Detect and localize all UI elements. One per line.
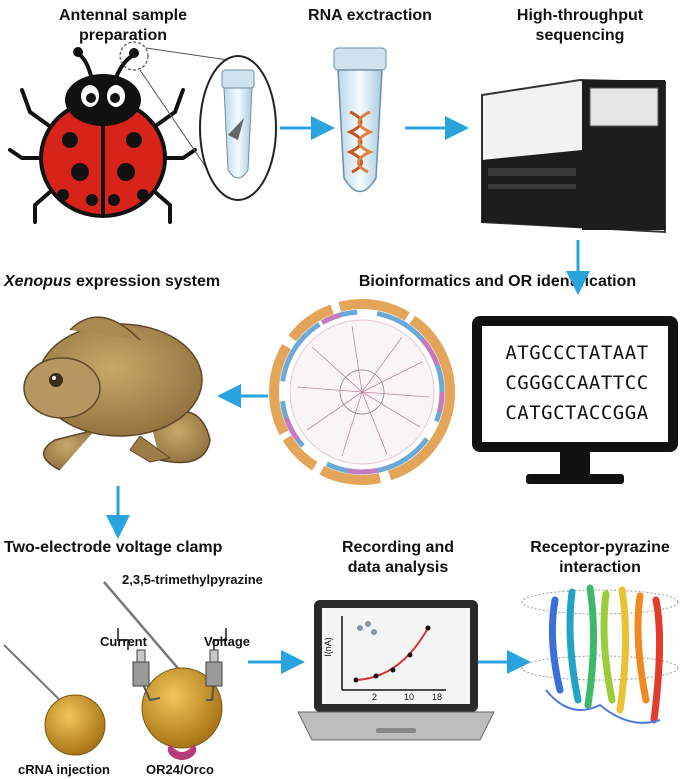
sequence-line: CGGGCCAATTCC bbox=[505, 372, 649, 394]
step-title-sequencing: High-throughput sequencing bbox=[516, 7, 644, 44]
crna-injection-label: cRNA injection bbox=[18, 762, 110, 777]
sequence-line: CATGCTACCGGA bbox=[505, 402, 649, 424]
step-title-recording: Recording and data analysis bbox=[341, 539, 454, 576]
ladybug-illustration bbox=[8, 41, 277, 224]
sequence-line: ATGCCCTATAAT bbox=[505, 342, 649, 364]
plot-x-tick: 10 bbox=[404, 692, 415, 702]
voltage-label: Voltage bbox=[204, 634, 250, 649]
sequence-monitor bbox=[472, 316, 678, 484]
dose-response-plot bbox=[341, 616, 446, 691]
or24-orco-label: OR24/Orco bbox=[146, 762, 214, 777]
flow-arrows bbox=[106, 116, 590, 674]
step-title-antennal: Antennal sample preparation bbox=[58, 7, 188, 44]
laptop-illustration bbox=[297, 600, 495, 741]
plot-ylabel: I(nA) bbox=[322, 637, 333, 657]
current-label: Current bbox=[100, 634, 147, 649]
receptor-protein-illustration bbox=[521, 584, 679, 724]
xenopus-frog-illustration bbox=[23, 316, 211, 471]
plot-x-tick: 18 bbox=[432, 692, 443, 702]
tevc-illustration bbox=[3, 581, 227, 760]
step-title-tevc: Two-electrode voltage clamp bbox=[4, 539, 223, 556]
pyrazine-label: 2,3,5-trimethylpyrazine bbox=[122, 572, 263, 587]
xenopus-rest: expression system bbox=[71, 273, 221, 290]
step-title-receptor: Receptor-pyrazine interaction bbox=[530, 539, 670, 576]
phylogenetic-tree bbox=[269, 299, 455, 485]
sequence-text: ATGCCCTATAAT CGGGCCAATTCC CATGCTACCGGA bbox=[488, 338, 666, 428]
xenopus-italic: Xenopus bbox=[4, 273, 72, 290]
sequencer-illustration bbox=[481, 78, 666, 234]
step-title-rna: RNA exctraction bbox=[308, 7, 432, 24]
step-title-xenopus: Xenopus expression system bbox=[4, 272, 264, 292]
rna-tube-illustration bbox=[333, 47, 387, 193]
plot-x-tick: 2 bbox=[372, 692, 378, 702]
